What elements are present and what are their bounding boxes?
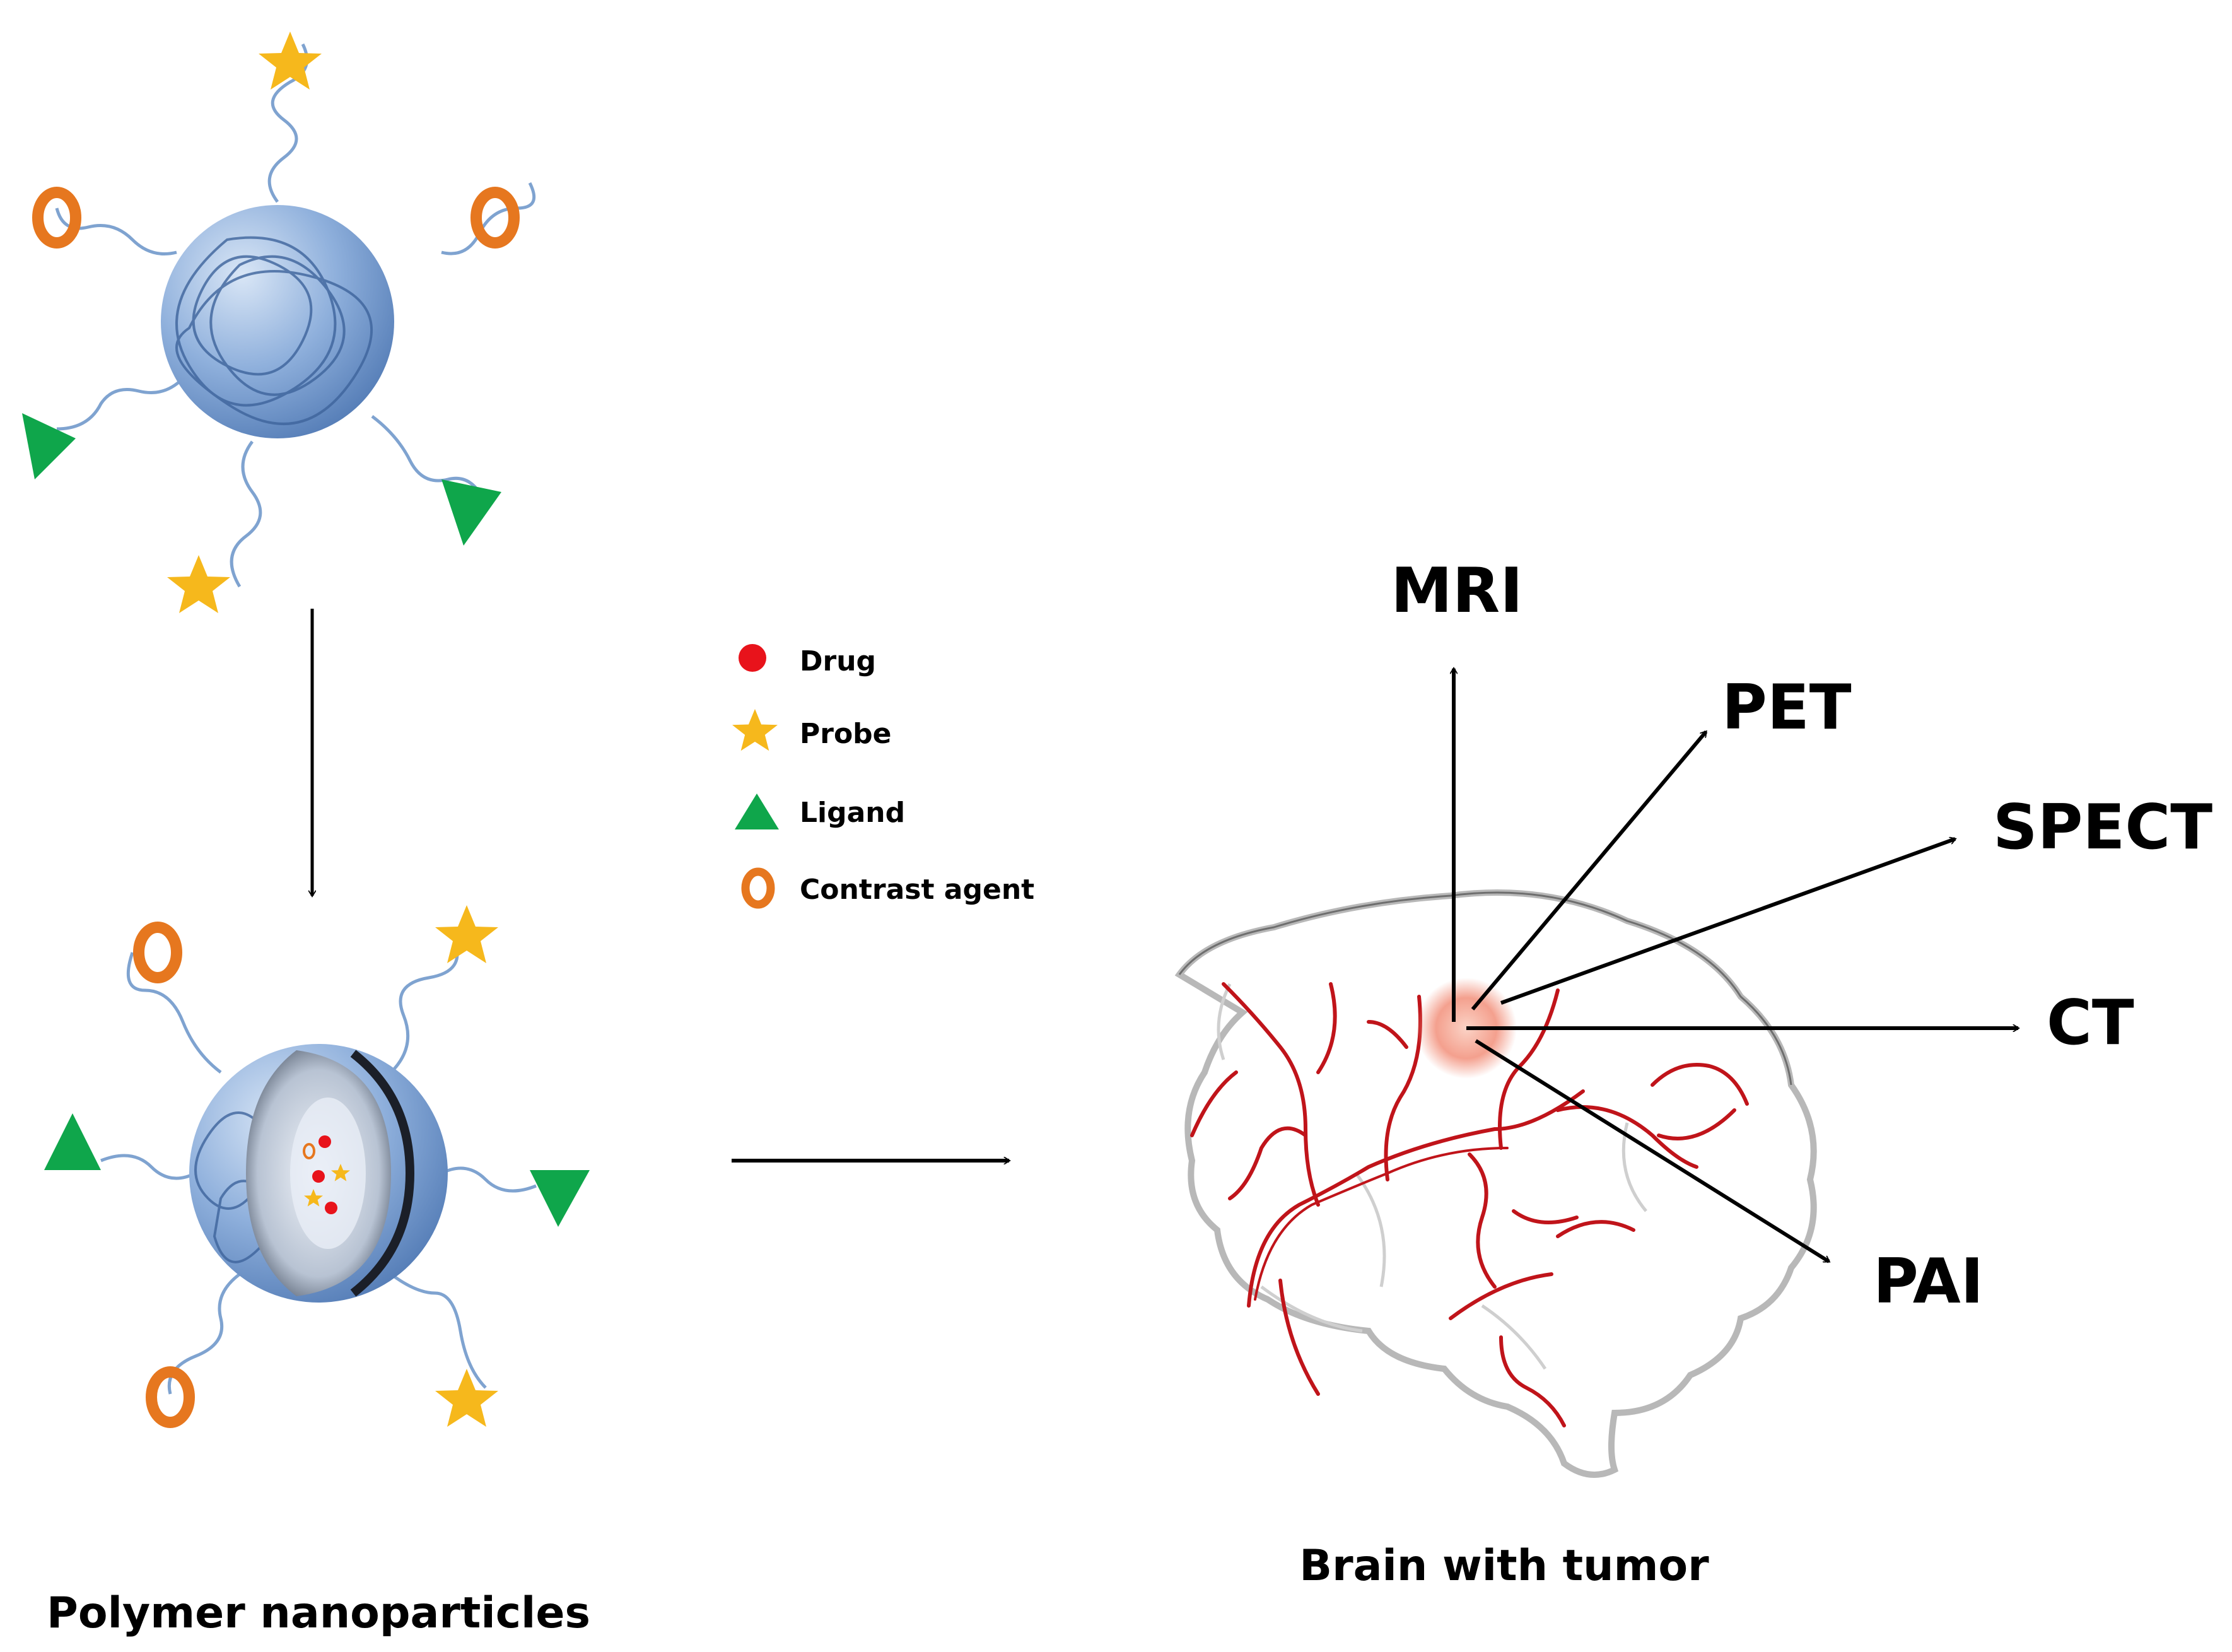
left-caption: Polymer nanoparticles — [47, 1588, 590, 1638]
legend-label-contrast-agent: Contrast agent — [800, 874, 1034, 906]
right-caption: Brain with tumor — [1299, 1541, 1709, 1591]
nanoparticle-core — [161, 205, 394, 438]
legend-label-probe: Probe — [800, 718, 892, 750]
yellow-star-icon — [732, 709, 778, 751]
probe-star-icon — [435, 1369, 498, 1427]
drug-dot-icon — [739, 644, 766, 672]
ligand-triangle-icon — [22, 413, 76, 479]
contrast-agent-ring-icon — [139, 927, 177, 978]
arrow-pai — [1475, 1039, 1829, 1263]
probe-star-icon — [435, 905, 498, 963]
ligand-triangle-icon — [44, 1113, 101, 1170]
arrow-spect — [1500, 839, 1955, 1005]
ligand-triangle-icon — [441, 479, 501, 546]
contrast-agent-ring-icon — [303, 1143, 315, 1159]
payload — [303, 1135, 350, 1214]
modality-label-pai: PAI — [1873, 1246, 1984, 1318]
arrow-pet — [1471, 732, 1708, 1011]
legend-label-ligand: Ligand — [800, 797, 905, 829]
polymer-nanoparticle-bottom — [44, 905, 590, 1427]
legend: Drug Probe Ligand Contrast agent — [732, 644, 1034, 909]
probe-star-icon — [167, 555, 230, 613]
legend-label-drug: Drug — [800, 645, 876, 677]
drug-dot-icon — [318, 1135, 331, 1148]
orange-ring-icon — [741, 867, 775, 909]
drug-dot-icon — [325, 1202, 337, 1214]
modality-label-spect: SPECT — [1993, 792, 2212, 864]
drug-dot-icon — [312, 1170, 325, 1183]
modality-label-pet: PET — [1722, 672, 1852, 744]
ligand-triangle-icon — [530, 1170, 590, 1227]
imaging-arrows — [1454, 669, 2018, 1263]
contrast-agent-ring-icon — [38, 192, 76, 243]
polymer-coil — [175, 236, 373, 425]
polymer-nanoparticle-top — [22, 32, 536, 613]
contrast-agent-ring-icon — [476, 192, 514, 243]
green-triangle-icon — [735, 794, 779, 829]
modality-label-mri: MRI — [1391, 555, 1522, 627]
modality-label-ct: CT — [2047, 987, 2134, 1059]
